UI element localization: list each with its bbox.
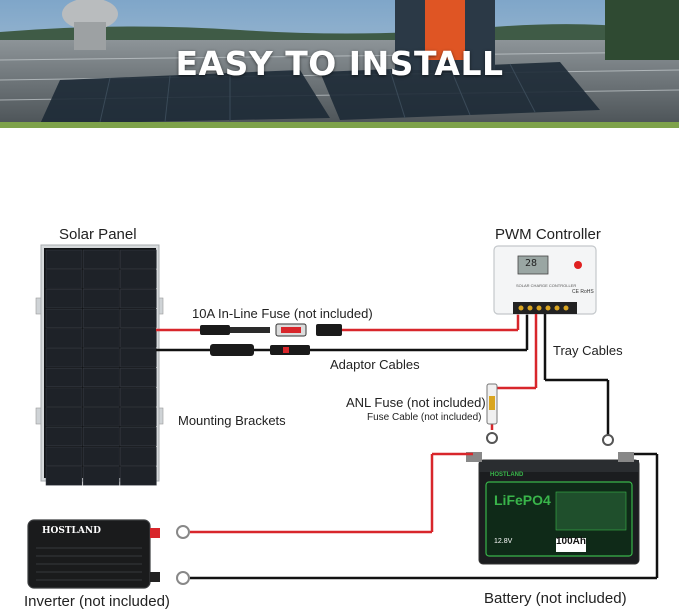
solar-cell	[120, 270, 156, 289]
label-pwm-controller: PWM Controller	[495, 226, 601, 243]
label-adaptor-cables: Adaptor Cables	[330, 357, 420, 372]
battery	[466, 452, 639, 564]
solar-cell	[46, 270, 82, 289]
solar-cell	[120, 388, 156, 407]
solar-cell	[120, 309, 156, 328]
solar-cell	[120, 447, 156, 466]
controller-display: 28	[525, 258, 537, 269]
solar-cell	[83, 349, 119, 368]
solar-cell	[83, 427, 119, 446]
label-battery: Battery (not included)	[484, 590, 627, 607]
solar-cell	[120, 368, 156, 387]
solar-cell	[83, 289, 119, 308]
solar-cell	[120, 349, 156, 368]
solar-cell	[46, 289, 82, 308]
solar-cell	[46, 467, 82, 486]
solar-cell	[83, 467, 119, 486]
solar-cell	[120, 427, 156, 446]
controller-cert-marks: CE RoHS	[572, 289, 594, 295]
solar-cell	[120, 467, 156, 486]
label-inline-fuse: 10A In-Line Fuse (not included)	[192, 306, 373, 321]
solar-cell	[46, 329, 82, 348]
solar-cell	[120, 408, 156, 427]
solar-cell	[46, 368, 82, 387]
solar-cell	[83, 250, 119, 269]
solar-cell	[120, 289, 156, 308]
label-inverter: Inverter (not included)	[24, 593, 170, 610]
pwm-controller	[494, 246, 596, 314]
solar-cell	[46, 447, 82, 466]
solar-cell	[83, 447, 119, 466]
controller-face-text: SOLAR CHARGE CONTROLLER	[516, 283, 576, 288]
solar-cell	[46, 250, 82, 269]
label-solar-panel: Solar Panel	[59, 226, 137, 243]
battery-brand: HOSTLAND	[490, 472, 523, 478]
solar-cell	[120, 329, 156, 348]
battery-voltage: 12.8V	[494, 538, 512, 545]
label-mounting-brackets: Mounting Brackets	[178, 413, 286, 428]
solar-cell	[83, 329, 119, 348]
battery-capacity: 100Ah	[556, 536, 586, 547]
battery-chemistry: LiFePO4	[494, 492, 551, 508]
label-tray-cables: Tray Cables	[553, 343, 623, 358]
solar-cell	[83, 408, 119, 427]
inverter-brand: HOSTLAND	[42, 526, 101, 536]
solar-cell	[46, 408, 82, 427]
solar-cell	[46, 349, 82, 368]
solar-cell	[83, 388, 119, 407]
solar-cell	[83, 309, 119, 328]
fuse-cable	[177, 454, 473, 538]
solar-cell	[83, 368, 119, 387]
solar-cell	[46, 309, 82, 328]
anl-fuse	[487, 384, 497, 443]
solar-cell	[46, 388, 82, 407]
solar-cell	[83, 270, 119, 289]
label-fuse-cable: Fuse Cable (not included)	[367, 412, 482, 423]
solar-cell	[120, 250, 156, 269]
label-anl-fuse: ANL Fuse (not included)	[346, 395, 486, 410]
solar-panel	[36, 245, 163, 485]
tray-cables	[492, 314, 613, 445]
solar-cell	[46, 427, 82, 446]
